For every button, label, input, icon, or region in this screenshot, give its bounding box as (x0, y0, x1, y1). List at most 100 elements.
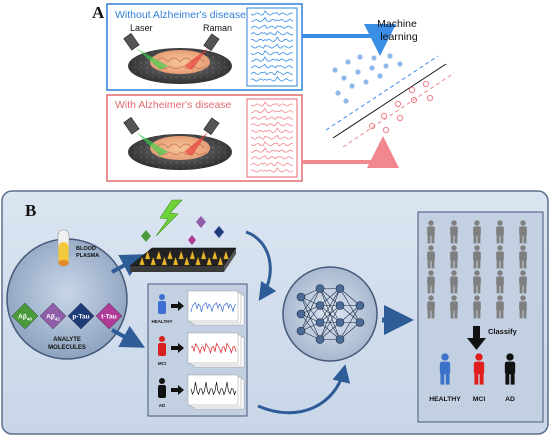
without-ad-label: Without Alzheimer's disease (115, 9, 246, 21)
nn-node (315, 284, 325, 293)
spectrum-line (250, 10, 294, 16)
with-ad-label: With Alzheimer's disease (115, 99, 232, 111)
person-icon (473, 220, 481, 244)
panel-b-letter: B (25, 201, 36, 220)
person-icon (473, 270, 481, 294)
raman-detector-icon-2 (184, 117, 220, 156)
molecule-1: Aβ42 (39, 302, 67, 330)
ml-scatter-plot (325, 53, 455, 148)
person-icon (519, 245, 527, 269)
population-crowd (427, 220, 527, 319)
spectrum-trace (190, 342, 237, 355)
person-icon (427, 220, 435, 244)
spectrum-line (250, 127, 294, 134)
laser-emitter-icon (123, 32, 168, 70)
molecule-3: t-Tau (95, 302, 123, 330)
person-icon (427, 270, 435, 294)
spectra-group-ad: AD (158, 374, 245, 410)
spectra-group-healthy: HEALTHY (152, 290, 245, 326)
laser-emitter-icon-2 (123, 116, 168, 156)
person-icon (450, 295, 458, 319)
spectrum-line (250, 134, 294, 140)
person-icon (159, 336, 165, 342)
sensor-to-nn-curved-arrow (245, 230, 277, 301)
nn-node (296, 309, 306, 319)
outcome-person-icon (473, 353, 485, 385)
spectrum-line (250, 147, 294, 153)
person-icon (519, 295, 527, 319)
nn-node (335, 301, 345, 310)
spectra-group-label: AD (159, 403, 166, 408)
nn-node (355, 301, 365, 310)
molecule-label: Aβ40 (18, 314, 32, 322)
molecule-diamond (11, 302, 39, 330)
analyte-diamond-icons (141, 216, 224, 245)
healthy-spectra-lines (250, 10, 294, 82)
person-icon (450, 270, 458, 294)
outcome-person-icon (439, 353, 451, 385)
person-icon (450, 245, 458, 269)
spectrum-line (250, 76, 294, 82)
neural-network-diagram (296, 284, 365, 344)
molecule-2: p-Tau (67, 302, 95, 330)
analyte-molecules: Aβ40 Aβ42 p-Tau t-Tau (11, 302, 123, 330)
outcome-ad: AD (504, 353, 516, 403)
molecule-diamond (67, 302, 95, 330)
spectrum-line (250, 141, 294, 147)
raman-label: Raman (203, 23, 232, 33)
spectrum-trace (190, 301, 237, 313)
outcome-healthy: HEALTHY (429, 353, 461, 403)
nn-node (335, 335, 345, 344)
blood-label-line2: PLASMA (76, 253, 99, 259)
person-icon (427, 295, 435, 319)
spectrum-line (250, 50, 294, 56)
spectra-group-label: HEALTHY (152, 319, 173, 324)
person-icon (450, 220, 458, 244)
person-icon (473, 245, 481, 269)
spectra-group-mci: MCI (158, 332, 245, 368)
person-icon (496, 220, 504, 244)
graphene-brain-sample-ad (128, 134, 232, 170)
person-icon (519, 270, 527, 294)
laser-bolt-icon (155, 199, 183, 237)
person-icon (496, 245, 504, 269)
outcome-label: AD (505, 396, 515, 403)
spectra-to-nn-curved-arrow (257, 364, 351, 415)
spectrum-line (250, 161, 294, 167)
person-icon (496, 270, 504, 294)
spectrum-trace (190, 381, 237, 396)
analyte-label-line1: ANALYTE (53, 337, 81, 343)
classify-label: Classify (488, 327, 518, 336)
nn-node (355, 318, 365, 327)
nn-node (315, 318, 325, 327)
spectrum-line (250, 107, 294, 114)
person-icon (427, 245, 435, 269)
person-icon (159, 378, 165, 384)
blood-to-sensor-arrow (111, 254, 146, 277)
spectrum-line (250, 43, 294, 49)
nn-node (335, 284, 345, 293)
spectra-groups: HEALTHY MCI AD (152, 290, 245, 410)
blood-label-line1: BLOOD (76, 246, 96, 252)
molecule-label: Aβ42 (46, 314, 60, 322)
outcome-person-icon (504, 353, 516, 385)
person-icon (519, 220, 527, 244)
healthy-to-ml-arrow (302, 24, 396, 56)
raman-detector-icon (184, 33, 220, 70)
spectrum-line (250, 101, 294, 107)
classify-down-arrow (467, 326, 486, 350)
spectrum-line (250, 36, 294, 43)
molecule-diamond (39, 302, 67, 330)
outcome-mci: MCI (473, 353, 485, 403)
nn-node (315, 301, 325, 310)
person-icon (496, 295, 504, 319)
ml-label-line2: learning (380, 31, 418, 43)
spectra-group-label: MCI (158, 361, 166, 366)
graphene-sensor-chip (129, 247, 237, 272)
outcome-label: HEALTHY (429, 396, 461, 403)
nn-node (315, 335, 325, 344)
molecule-label: t-Tau (101, 314, 116, 321)
analyte-label-line2: MOLECULES (48, 345, 86, 351)
spectrum-line (250, 30, 294, 36)
